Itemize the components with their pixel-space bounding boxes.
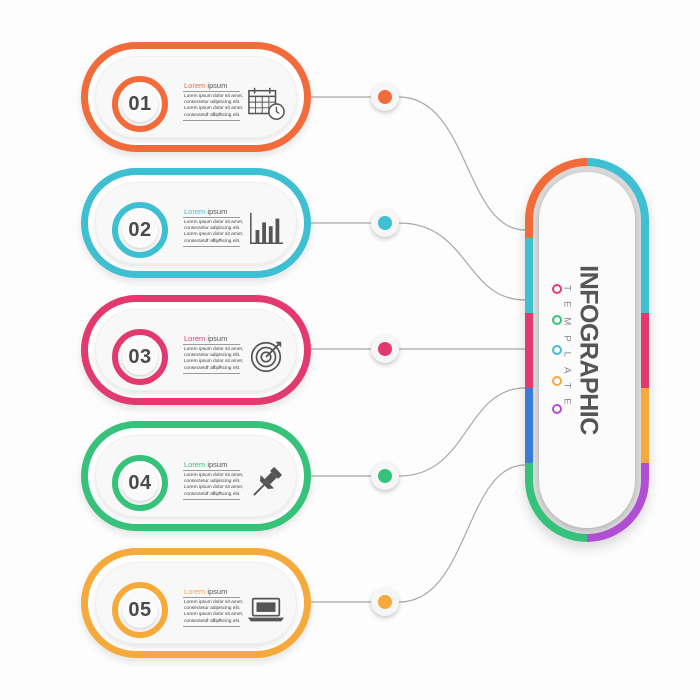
connector-node-core — [378, 595, 392, 609]
connector-node-5 — [371, 588, 399, 616]
step-title-lead: Lorem — [184, 587, 206, 596]
connector-node-core — [378, 342, 392, 356]
step-number: 03 — [128, 345, 152, 368]
step-dots: • • • — [206, 364, 223, 371]
step-title-tail: ipsum — [205, 207, 228, 216]
connector-curve-2 — [398, 222, 526, 301]
hub-legend-dot — [552, 404, 562, 414]
pushpin-icon — [244, 464, 288, 502]
connector-node-3 — [371, 335, 399, 363]
connector-curve-4 — [398, 387, 526, 477]
description-underline — [183, 373, 240, 374]
step-number: 04 — [128, 471, 152, 494]
step-dots: • • • — [206, 617, 223, 624]
description-underline — [183, 246, 240, 247]
hub-legend-dot — [552, 284, 562, 294]
connector-node-core — [378, 469, 392, 483]
title-underline — [183, 344, 240, 345]
description-underline — [183, 120, 240, 121]
hub-legend-dot — [552, 376, 562, 386]
connector-curve-1 — [398, 96, 526, 231]
description-underline — [183, 626, 240, 627]
step-number-disc: 05 — [122, 592, 158, 628]
step-number-badge: 01 — [112, 76, 168, 132]
step-number-disc: 01 — [122, 86, 158, 122]
hub-legend-dot — [552, 345, 562, 355]
step-title-tail: ipsum — [205, 81, 228, 90]
step-number-badge: 05 — [112, 582, 168, 638]
title-underline — [183, 91, 240, 92]
bar-chart-icon — [244, 211, 288, 249]
step-description: Lorem ipsum dolor sit amet, consectetur … — [184, 94, 244, 118]
step-number: 05 — [128, 598, 152, 621]
step-title: Lorem ipsum — [184, 207, 227, 216]
title-underline — [183, 597, 240, 598]
step-title: Lorem ipsum — [184, 334, 227, 343]
step-number-disc: 03 — [122, 339, 158, 375]
title-underline — [183, 470, 240, 471]
connector-node-2 — [371, 209, 399, 237]
step-dots: • • • — [206, 237, 223, 244]
calendar-clock-icon — [244, 85, 288, 123]
step-number: 01 — [128, 92, 152, 115]
connector-node-core — [378, 90, 392, 104]
step-number-badge: 04 — [112, 455, 168, 511]
step-title-lead: Lorem — [184, 460, 206, 469]
step-title: Lorem ipsum — [184, 81, 227, 90]
step-number-disc: 04 — [122, 465, 158, 501]
step-description: Lorem ipsum dolor sit amet, consectetur … — [184, 473, 244, 497]
step-number-badge: 03 — [112, 329, 168, 385]
connector-curve-5 — [398, 464, 526, 603]
step-title-lead: Lorem — [184, 81, 206, 90]
target-icon — [244, 338, 288, 376]
connector-node-1 — [371, 83, 399, 111]
step-title-tail: ipsum — [205, 587, 228, 596]
hub-legend-dot — [552, 315, 562, 325]
description-underline — [183, 499, 240, 500]
step-description: Lorem ipsum dolor sit amet, consectetur … — [184, 347, 244, 371]
step-description: Lorem ipsum dolor sit amet, consectetur … — [184, 220, 244, 244]
connector-node-4 — [371, 462, 399, 490]
step-description: Lorem ipsum dolor sit amet, consectetur … — [184, 600, 244, 624]
step-title-lead: Lorem — [184, 207, 206, 216]
step-title-tail: ipsum — [205, 460, 228, 469]
hub-capsule — [525, 158, 649, 542]
title-underline — [183, 217, 240, 218]
step-dots: • • • — [206, 111, 223, 118]
step-title-tail: ipsum — [205, 334, 228, 343]
step-number: 02 — [128, 218, 152, 241]
laptop-icon — [244, 591, 288, 629]
hub-title: INFOGRAPHIC — [574, 265, 603, 435]
step-dots: • • • — [206, 490, 223, 497]
step-title-lead: Lorem — [184, 334, 206, 343]
step-number-disc: 02 — [122, 212, 158, 248]
step-number-badge: 02 — [112, 202, 168, 258]
step-title: Lorem ipsum — [184, 587, 227, 596]
step-title: Lorem ipsum — [184, 460, 227, 469]
hub-subtitle: TEMPLATE — [561, 285, 573, 415]
connector-node-core — [378, 216, 392, 230]
